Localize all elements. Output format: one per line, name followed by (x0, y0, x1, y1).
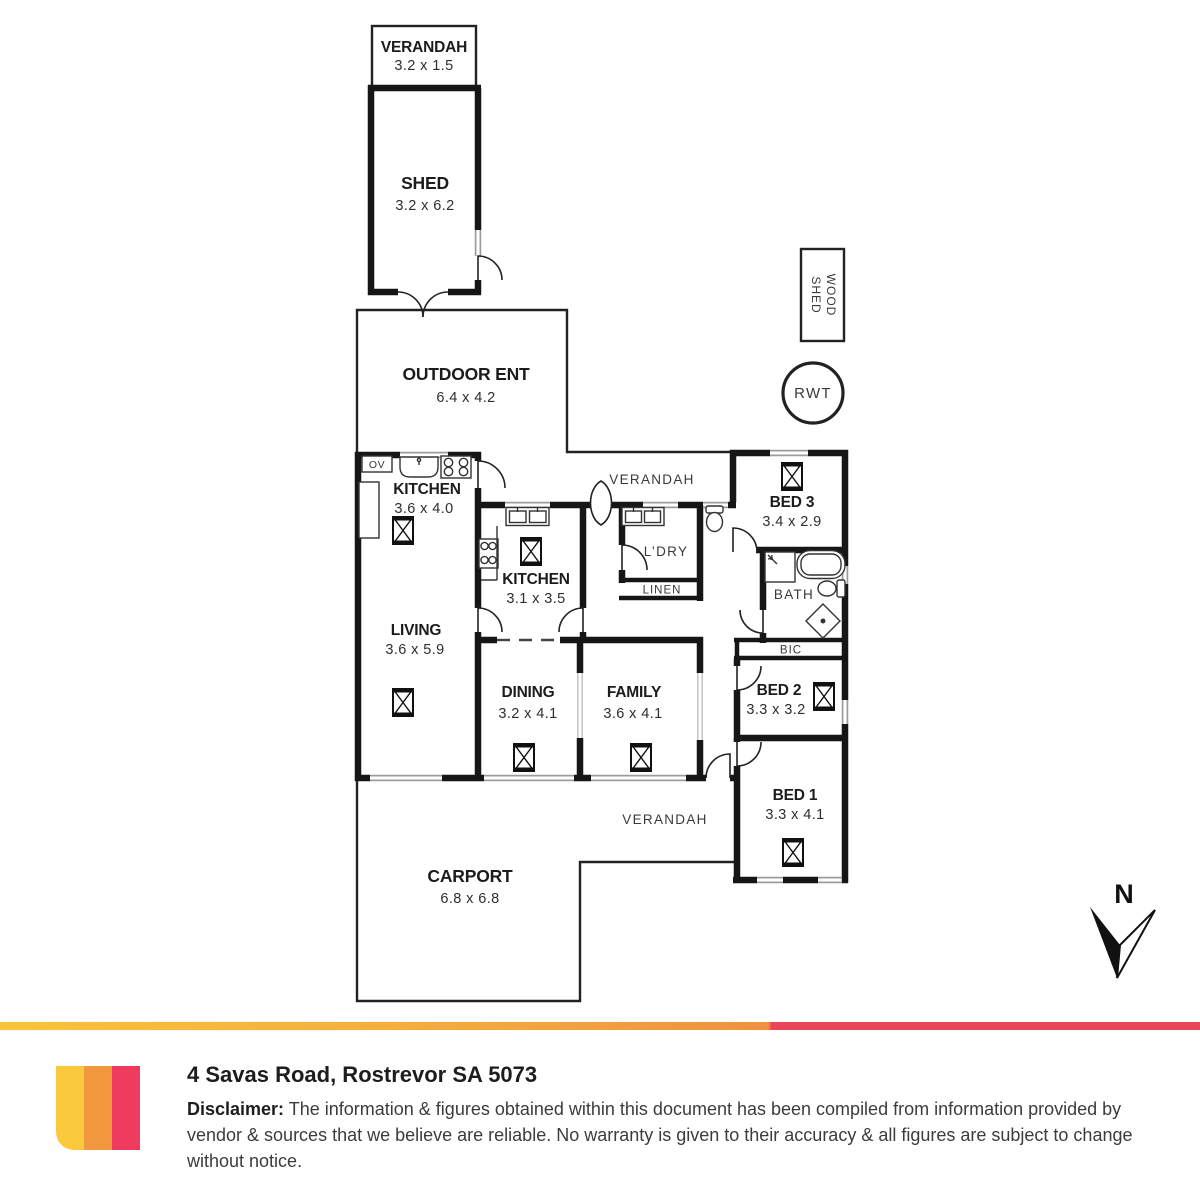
toilet2-icon (817, 579, 846, 598)
room-label-shed: SHED (401, 173, 449, 193)
floorplan-drawing: N VERANDAH 3.2 x 1.5 SHED 3.2 x 6.2 OUTD… (354, 24, 1156, 1003)
verandah-top-outline (370, 24, 478, 89)
wood-shed-label: WOOD SHED (809, 274, 838, 317)
cupboard-walls (619, 577, 847, 661)
room-labels: VERANDAH 3.2 x 1.5 SHED 3.2 x 6.2 OUTDOO… (369, 39, 838, 907)
logo-stripe-orange (84, 1066, 112, 1150)
room-label-kitchen-second: KITCHEN (502, 571, 570, 588)
agency-logo (56, 1066, 140, 1150)
ceiling-symbol (813, 682, 835, 711)
room-dims-kitchen-second: 3.1 x 3.5 (506, 591, 565, 607)
room-label-verandah-bottom: VERANDAH (622, 812, 707, 827)
sink2-icon (505, 506, 550, 527)
room-dims-living: 3.6 x 5.9 (385, 642, 444, 658)
ceiling-symbol (630, 743, 652, 772)
room-dims-family: 3.6 x 4.1 (603, 706, 662, 722)
counter-line (481, 526, 498, 581)
room-label-bed1: BED 1 (773, 787, 818, 804)
ceiling-symbol (392, 516, 414, 545)
ceiling-symbol (781, 462, 803, 491)
room-label-dining: DINING (501, 684, 554, 701)
room-label-bed2: BED 2 (757, 682, 802, 699)
verandah-door-arc (705, 753, 731, 779)
ceiling-symbol (520, 537, 542, 566)
room-dims-outdoor-ent: 6.4 x 4.2 (436, 390, 495, 406)
room-label-ldry: L’DRY (644, 544, 689, 559)
room-label-bed3: BED 3 (770, 494, 815, 511)
room-label-bath: BATH (774, 587, 814, 602)
room-label-verandah-mid: VERANDAH (609, 472, 694, 487)
outdoor-ent-outline (355, 308, 733, 454)
svg-text:SHED: SHED (809, 276, 823, 313)
room-dims-carport: 6.8 x 6.8 (440, 891, 499, 907)
rainwater-tank-icon (781, 361, 845, 425)
ceiling-symbol (782, 838, 804, 867)
logo-stripe-pink (112, 1066, 140, 1150)
bed2-door-arc (736, 665, 762, 691)
room-label-carport: CARPORT (427, 866, 513, 886)
room-label-family: FAMILY (607, 684, 662, 701)
room-dims-dining: 3.2 x 4.1 (498, 706, 557, 722)
ceiling-symbol (513, 743, 535, 772)
disclaimer-text: Disclaimer: The information & figures ob… (187, 1099, 1133, 1171)
shed-side-door-arc (477, 255, 503, 281)
toilet-icon (705, 505, 724, 533)
bed1-door-arc (736, 741, 762, 767)
room-label-verandah-top: VERANDAH (381, 39, 467, 56)
cupboard-icon (358, 481, 380, 539)
bed3-door-arc (732, 527, 758, 553)
north-label: N (1114, 879, 1134, 909)
shed-double-door-left-arc (397, 291, 424, 318)
accent-gradient-bar (0, 1022, 1200, 1030)
room-dims-verandah-top: 3.2 x 1.5 (394, 58, 453, 74)
kitchen2-right-door-arc (558, 607, 584, 633)
laundry-trough-icon (621, 506, 665, 527)
shower-icon (764, 551, 796, 583)
door-arcs (397, 255, 764, 779)
kitchen-outdoor-door-arc (477, 460, 506, 489)
room-label-bic: BIC (780, 645, 802, 657)
entry-door-leaf (589, 480, 613, 526)
bath-door-arc (739, 609, 764, 634)
sink-icon (399, 456, 439, 478)
room-dims-bed3: 3.4 x 2.9 (762, 514, 821, 530)
north-arrow-icon: N (1090, 879, 1156, 979)
rwt-label: RWT (794, 385, 832, 402)
room-label-kitchen-main: KITCHEN (393, 481, 461, 498)
vanity-icon (805, 603, 841, 639)
laundry-door-arc (621, 544, 648, 571)
stove2-icon (478, 538, 499, 569)
room-dims-kitchen-main: 3.6 x 4.0 (394, 501, 453, 517)
ceiling-symbol (392, 688, 414, 717)
room-dims-shed: 3.2 x 6.2 (395, 198, 454, 214)
room-dims-bed2: 3.3 x 3.2 (746, 702, 805, 718)
disclaimer-label: Disclaimer: (187, 1099, 285, 1119)
logo-stripe-gold (56, 1066, 84, 1150)
shed-double-door-right-arc (422, 291, 449, 318)
shed-walls (367, 84, 482, 296)
property-address: 4 Savas Road, Rostrevor SA 5073 (187, 1062, 538, 1087)
oven-icon (361, 455, 393, 473)
room-dims-bed1: 3.3 x 4.1 (765, 807, 824, 823)
wood-shed-outline (799, 247, 846, 343)
bathtub-icon (796, 549, 846, 580)
fixtures (358, 455, 846, 639)
ceiling-symbols (392, 462, 835, 867)
room-label-living: LIVING (391, 622, 442, 639)
stove-icon (440, 455, 472, 479)
svg-text:WOOD: WOOD (824, 274, 838, 317)
kitchen2-left-door-arc (477, 607, 503, 633)
room-label-outdoor-ent: OUTDOOR ENT (402, 364, 530, 384)
oven-label: OV (369, 459, 385, 471)
carport-outline (355, 780, 734, 1003)
room-label-linen: LINEN (643, 585, 682, 597)
